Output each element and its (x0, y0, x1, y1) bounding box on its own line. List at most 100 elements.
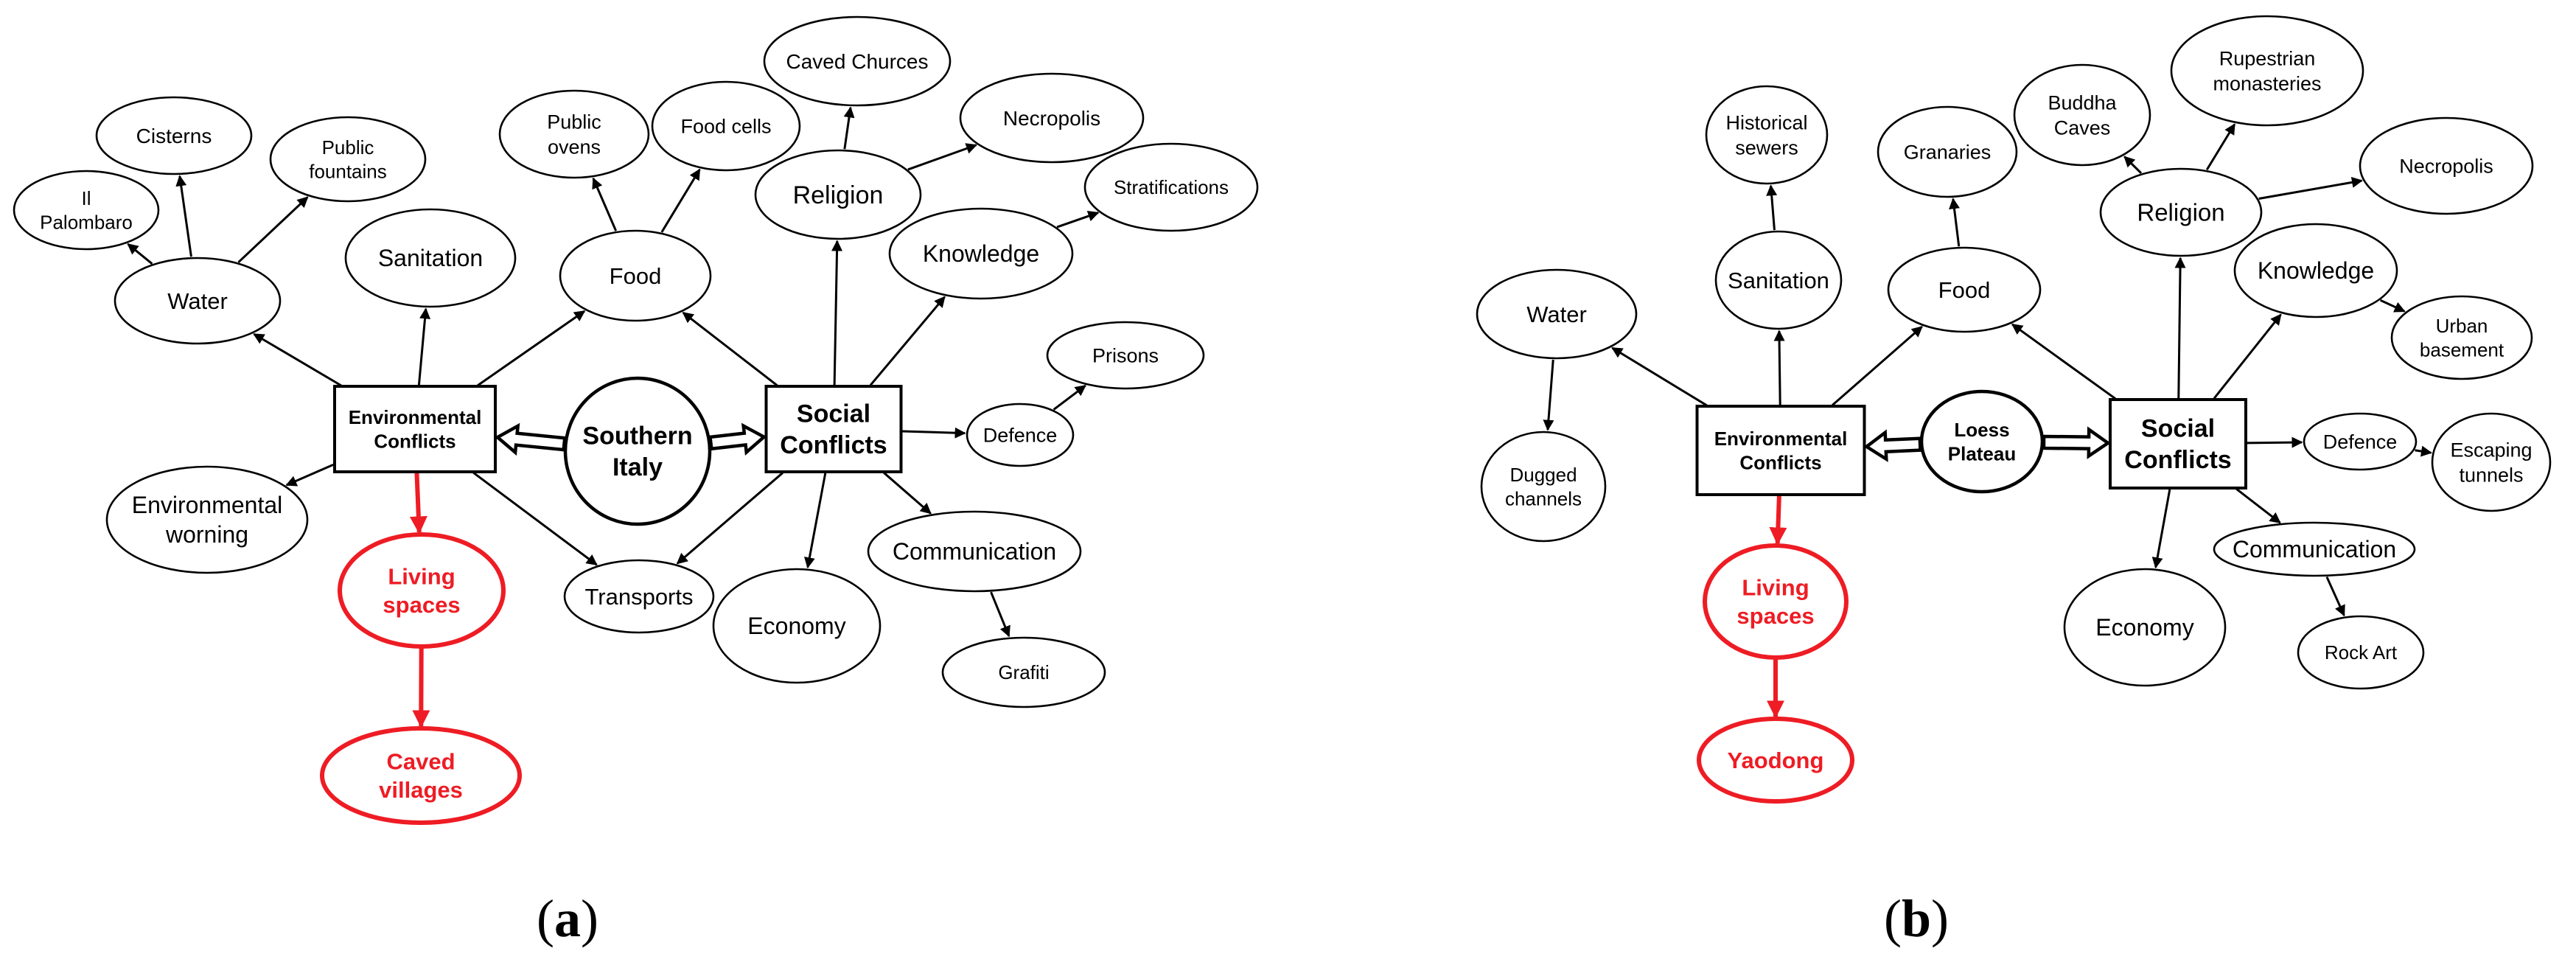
node-economy: Economy (712, 568, 882, 684)
node-ellipse (1919, 389, 2045, 494)
edge-soc-to-transports (676, 472, 784, 565)
node-yaodong: Yaodong (1697, 717, 1854, 804)
edge-food-to-ovens (592, 177, 618, 231)
node-label: Stratifications (1114, 176, 1229, 198)
node-label: Yaodong (1728, 748, 1824, 773)
node-ellipse (867, 510, 1082, 593)
node-ellipse (763, 15, 952, 107)
node-label: Sanitation (378, 245, 483, 271)
edge-food-to-foodcells (660, 168, 701, 233)
hollow-arrow-center-to-env (1863, 429, 1922, 462)
edge-water-to-dugged (1543, 359, 1554, 431)
edge-water-to-fountains (237, 196, 309, 263)
edge-soc-to-comm (2235, 488, 2281, 524)
edge-comm-to-grafiti (990, 591, 1010, 638)
node-label: Transports (584, 584, 693, 610)
edge-soc-to-food (2011, 323, 2117, 400)
node-ellipse (2233, 223, 2398, 318)
edge-env-to-food (1832, 326, 1923, 406)
edge-knowledge-to-strat (1056, 210, 1100, 229)
node-ellipse (563, 559, 715, 634)
node-ellipse (2063, 568, 2227, 687)
node-ellipse (2297, 615, 2425, 690)
panel-a-caption: (a) (537, 889, 598, 948)
edge-soc-to-religion (831, 240, 843, 386)
node-ellipse (2431, 412, 2552, 512)
node-rock-art: Rock Art (2297, 615, 2425, 690)
edge-env-to-water (1611, 346, 1708, 407)
node-ellipse (651, 80, 801, 172)
node-ellipse (114, 257, 282, 345)
node-ellipse (2213, 521, 2416, 577)
node-ellipse (2303, 412, 2418, 471)
node-ellipse (2359, 116, 2534, 215)
node-necropolis: Necropolis (959, 72, 1145, 164)
node-food-cells: Food cells (651, 80, 801, 172)
node-religion: Religion (2099, 167, 2263, 257)
node-label: Grafiti (998, 661, 1049, 683)
edge-soc-to-knowledge (869, 296, 946, 386)
node-food: Food (559, 229, 712, 322)
node-label: Granaries (1904, 141, 1992, 163)
node-sanitation: Sanitation (344, 208, 517, 308)
node-ellipse (13, 170, 160, 251)
node-ellipse (2099, 167, 2263, 257)
hollow-arrow-center-to-env (495, 422, 567, 456)
edges (127, 106, 1100, 728)
node-ellipse (712, 568, 882, 684)
node-ellipse (754, 149, 922, 240)
edge-comm-to-rockart (2325, 576, 2345, 617)
node-prisons: Prisons (1046, 321, 1205, 390)
node-ellipse (1046, 321, 1205, 390)
node-label: Economy (2095, 614, 2193, 641)
node-label: Cisterns (136, 125, 212, 147)
node-ellipse (1480, 431, 1607, 543)
node-label: Economy (747, 613, 845, 639)
edge-soc-to-food (682, 311, 778, 386)
node-ellipse (1703, 543, 1849, 660)
node-ellipse (966, 403, 1075, 467)
node-box (1695, 405, 1866, 496)
edge-defence-to-escaping (2415, 445, 2432, 457)
node-ellipse (563, 376, 712, 526)
edge-env-to-food (477, 310, 586, 387)
node-ellipse (269, 116, 427, 203)
node-ellipse (2013, 63, 2151, 167)
node-label: Necropolis (1003, 107, 1100, 130)
edge-env-to-living (409, 473, 427, 534)
node-granaries: Granaries (1877, 105, 2018, 198)
edge-env-to-living (1769, 495, 1787, 546)
node-grafiti: Grafiti (941, 636, 1106, 708)
edge-soc-to-economy (803, 473, 827, 569)
edge-food-to-granaries (1949, 198, 1961, 247)
node-label: Water (1526, 302, 1587, 327)
edge-soc-to-religion (2174, 257, 2186, 399)
edge-religion-to-buddha (2123, 156, 2143, 174)
